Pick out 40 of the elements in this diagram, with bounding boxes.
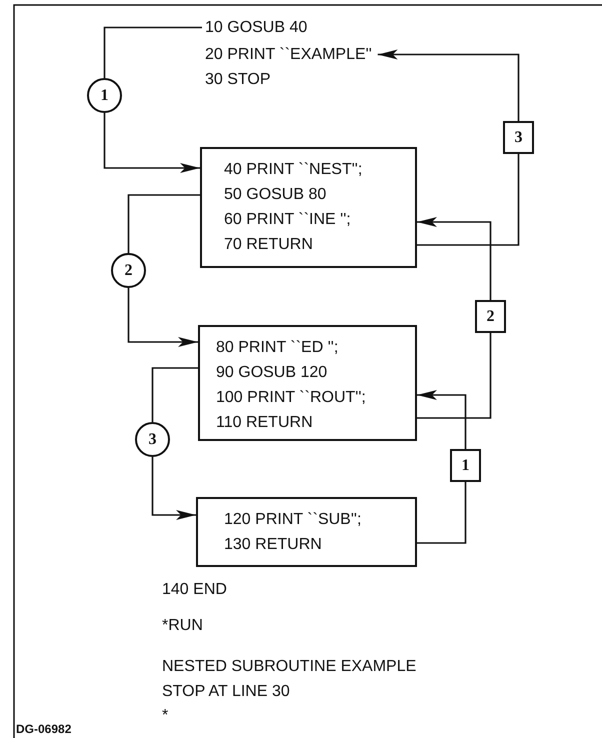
arrow [128, 288, 198, 347]
code-line: 10 GOSUB 40 [205, 15, 308, 40]
connector-line [417, 482, 466, 544]
arrow [104, 113, 200, 173]
connector-line [152, 367, 198, 422]
boxed-number: 1 [450, 449, 481, 482]
connector-line [104, 26, 202, 78]
code-box [200, 147, 417, 268]
boxed-number: 3 [503, 121, 534, 154]
output-line: STOP AT LINE 30 [162, 682, 290, 702]
arrow [152, 457, 196, 520]
code-line: 110 RETURN [216, 413, 314, 433]
output-line: * [162, 706, 168, 726]
figure-number: DG-06982 [16, 722, 72, 736]
code-line: 80 PRINT ``ED ''; [216, 338, 340, 358]
connector-line [417, 333, 492, 419]
code-line: 100 PRINT ``ROUT''; [216, 388, 367, 408]
code-line: *RUN [162, 616, 203, 636]
code-line: 20 PRINT ``EXAMPLE'' [205, 42, 372, 67]
arrow [417, 390, 466, 449]
connector-line [417, 154, 520, 246]
connector-line [128, 194, 200, 253]
code-line: 60 PRINT ``INE ''; [224, 210, 352, 230]
code-line: 30 STOP [205, 70, 271, 90]
arrow [378, 50, 520, 121]
code-line: 130 RETURN [224, 535, 323, 555]
code-line: 140 END [162, 580, 227, 600]
output-line: NESTED SUBROUTINE EXAMPLE [162, 657, 416, 677]
code-line: 120 PRINT ``SUB''; [224, 510, 362, 530]
circled-number: 2 [111, 253, 146, 288]
circled-number: 1 [87, 78, 122, 113]
code-box [196, 497, 417, 567]
arrow [417, 217, 492, 300]
code-line: 40 PRINT ``NEST''; [224, 160, 364, 180]
boxed-number: 2 [475, 300, 506, 333]
circled-number: 3 [135, 422, 170, 457]
code-line: 50 GOSUB 80 [224, 185, 328, 205]
code-line: 70 RETURN [224, 235, 314, 255]
code-line: 90 GOSUB 120 [216, 363, 328, 383]
code-box [198, 325, 417, 441]
